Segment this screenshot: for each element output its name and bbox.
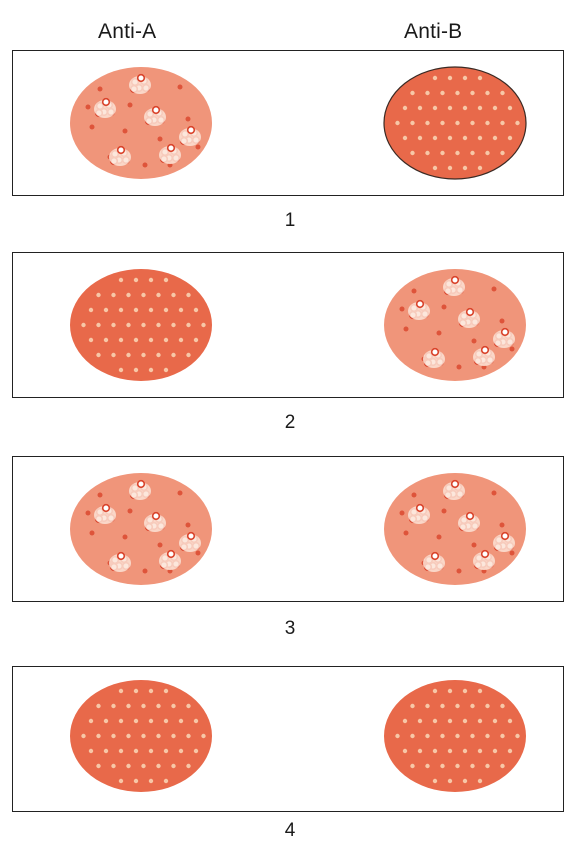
slide-2-anti-a-well-smooth	[70, 269, 212, 381]
anti-b-column-label: Anti-B	[404, 20, 462, 44]
slide-1-anti-b-well-smooth	[384, 67, 526, 179]
slide-3-anti-a-well-agglutinated	[70, 473, 212, 585]
anti-a-column-label: Anti-A	[98, 20, 156, 44]
slide-2-anti-b-well-agglutinated	[384, 269, 526, 381]
slide-1-anti-a-well-agglutinated	[70, 67, 212, 179]
slide-4-anti-b-well-smooth	[384, 680, 526, 792]
slide-3-anti-b-well-agglutinated	[384, 473, 526, 585]
slide-number-4: 4	[270, 820, 310, 842]
slide-number-2: 2	[270, 412, 310, 434]
slide-number-3: 3	[270, 618, 310, 640]
slide-4-anti-a-well-smooth	[70, 680, 212, 792]
slide-number-1: 1	[270, 210, 310, 232]
